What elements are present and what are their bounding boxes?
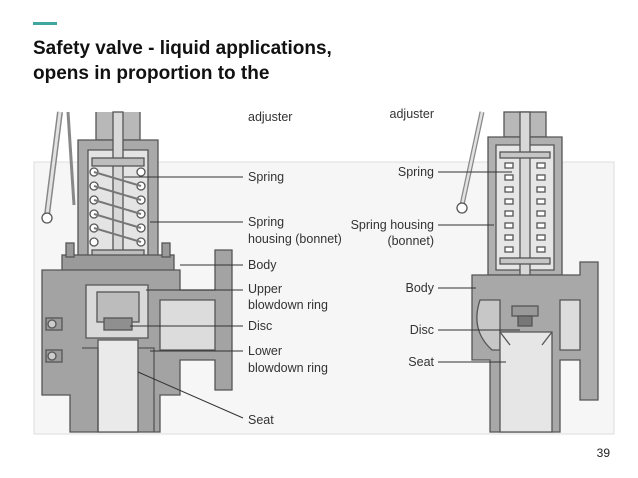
left-labels: adjuster Spring Spring housing (bonnet) … [248, 110, 342, 427]
left-label-spring: Spring [248, 170, 284, 184]
right-label-seat: Seat [408, 355, 434, 369]
right-labels: adjuster Spring Spring housing (bonnet) … [351, 107, 435, 369]
right-label-adjuster: adjuster [390, 107, 434, 121]
left-valve-drawing [41, 111, 233, 433]
left-label-body: Body [248, 258, 277, 272]
right-valve-drawing [456, 111, 599, 433]
left-label-spring-housing-1: Spring [248, 215, 284, 229]
title-line-2: opens in proportion to the [33, 63, 270, 84]
left-label-upper-ring-2: blowdown ring [248, 298, 328, 312]
left-label-spring-housing-2: housing (bonnet) [248, 232, 342, 246]
left-label-lower-ring-2: blowdown ring [248, 361, 328, 375]
left-label-adjuster: adjuster [248, 110, 292, 124]
left-label-lower-ring-1: Lower [248, 344, 282, 358]
title-line-1: Safety valve - liquid applications, [33, 38, 332, 59]
right-leader-lines [438, 171, 520, 363]
slide-title: Safety valve - liquid applications, open… [33, 36, 332, 86]
left-label-upper-ring-1: Upper [248, 282, 282, 296]
left-label-seat: Seat [248, 413, 274, 427]
right-label-spring: Spring [398, 165, 434, 179]
right-label-spring-housing-2: (bonnet) [387, 234, 434, 248]
accent-bar [33, 22, 57, 25]
left-leader-lines [124, 176, 244, 419]
right-label-body: Body [406, 281, 435, 295]
right-label-disc: Disc [410, 323, 434, 337]
page-number: 39 [596, 446, 610, 460]
right-label-spring-housing-1: Spring housing [351, 218, 434, 232]
left-label-disc: Disc [248, 319, 272, 333]
